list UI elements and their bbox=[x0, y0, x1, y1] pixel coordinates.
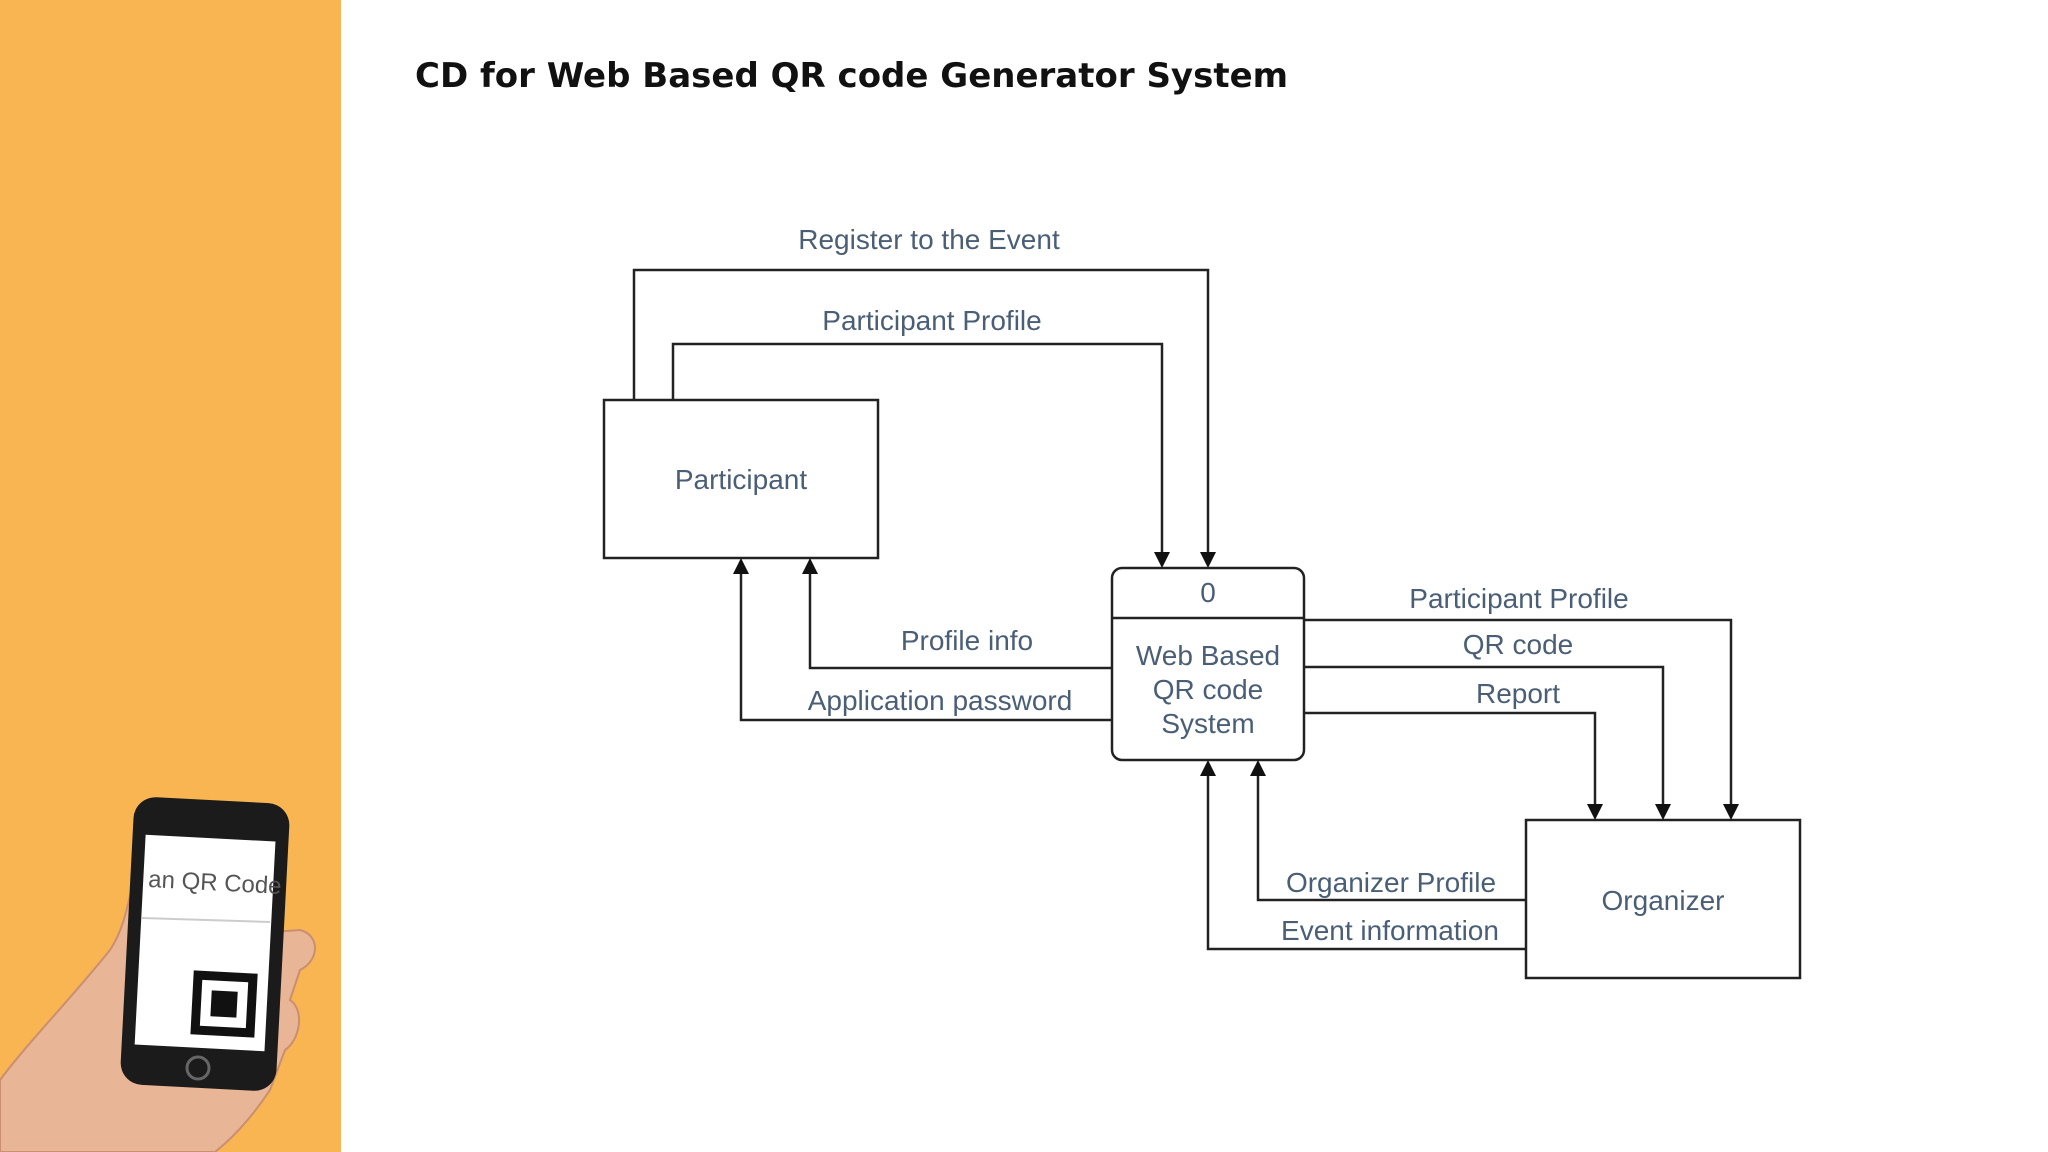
flow-application-password-line bbox=[739, 570, 1112, 722]
flow-register-event-arrowhead bbox=[1200, 552, 1216, 568]
flow-application-password-arrowhead bbox=[733, 558, 749, 574]
flow-application-password-label: Application password bbox=[808, 685, 1073, 716]
flow-event-information-line bbox=[1206, 772, 1526, 951]
flow-participant-profile-out-arrowhead bbox=[1723, 804, 1739, 820]
flow-event-information-label: Event information bbox=[1281, 915, 1499, 946]
flow-qr-code-line bbox=[1304, 665, 1665, 808]
process-name-line1: Web Based bbox=[1136, 640, 1280, 671]
flow-participant-profile-out-label: Participant Profile bbox=[1409, 583, 1628, 614]
organizer-entity-label: Organizer bbox=[1602, 885, 1725, 916]
process-name-line3: System bbox=[1161, 708, 1254, 739]
qr-code-icon bbox=[190, 970, 258, 1038]
flow-participant-profile-in-label: Participant Profile bbox=[822, 305, 1041, 336]
flow-participant-profile-out-line bbox=[1304, 618, 1733, 808]
flow-participant-profile-in-line bbox=[671, 342, 1164, 556]
flow-register-event-line bbox=[632, 268, 1210, 556]
participant-entity-label: Participant bbox=[675, 464, 808, 495]
flow-participant-profile-in-arrowhead bbox=[1154, 552, 1170, 568]
organizer-entity-box bbox=[1524, 818, 1802, 980]
flow-register-event-label: Register to the Event bbox=[798, 224, 1060, 255]
flow-report-label: Report bbox=[1476, 678, 1560, 709]
flow-profile-info-label: Profile info bbox=[901, 625, 1033, 656]
flow-organizer-profile-label: Organizer Profile bbox=[1286, 867, 1496, 898]
process-name-line2: QR code bbox=[1153, 674, 1264, 705]
flow-organizer-profile-line bbox=[1256, 772, 1526, 902]
flow-qr-code-arrowhead bbox=[1655, 804, 1671, 820]
flow-profile-info-arrowhead bbox=[802, 558, 818, 574]
phone-in-hand-illustration: an QR Code bbox=[0, 797, 316, 1152]
flow-organizer-profile-arrowhead bbox=[1250, 760, 1266, 776]
slide-title: CD for Web Based QR code Generator Syste… bbox=[415, 56, 1289, 96]
phone-home-button bbox=[185, 1055, 211, 1081]
flow-report-arrowhead bbox=[1587, 804, 1603, 820]
flow-profile-info-line bbox=[808, 570, 1112, 670]
flow-event-information-arrowhead bbox=[1200, 760, 1216, 776]
phone-screen-divider bbox=[141, 917, 271, 923]
flow-report-line bbox=[1304, 711, 1597, 808]
process-number: 0 bbox=[1200, 577, 1216, 608]
participant-entity-box bbox=[602, 398, 880, 560]
flow-qr-code-label: QR code bbox=[1463, 629, 1574, 660]
